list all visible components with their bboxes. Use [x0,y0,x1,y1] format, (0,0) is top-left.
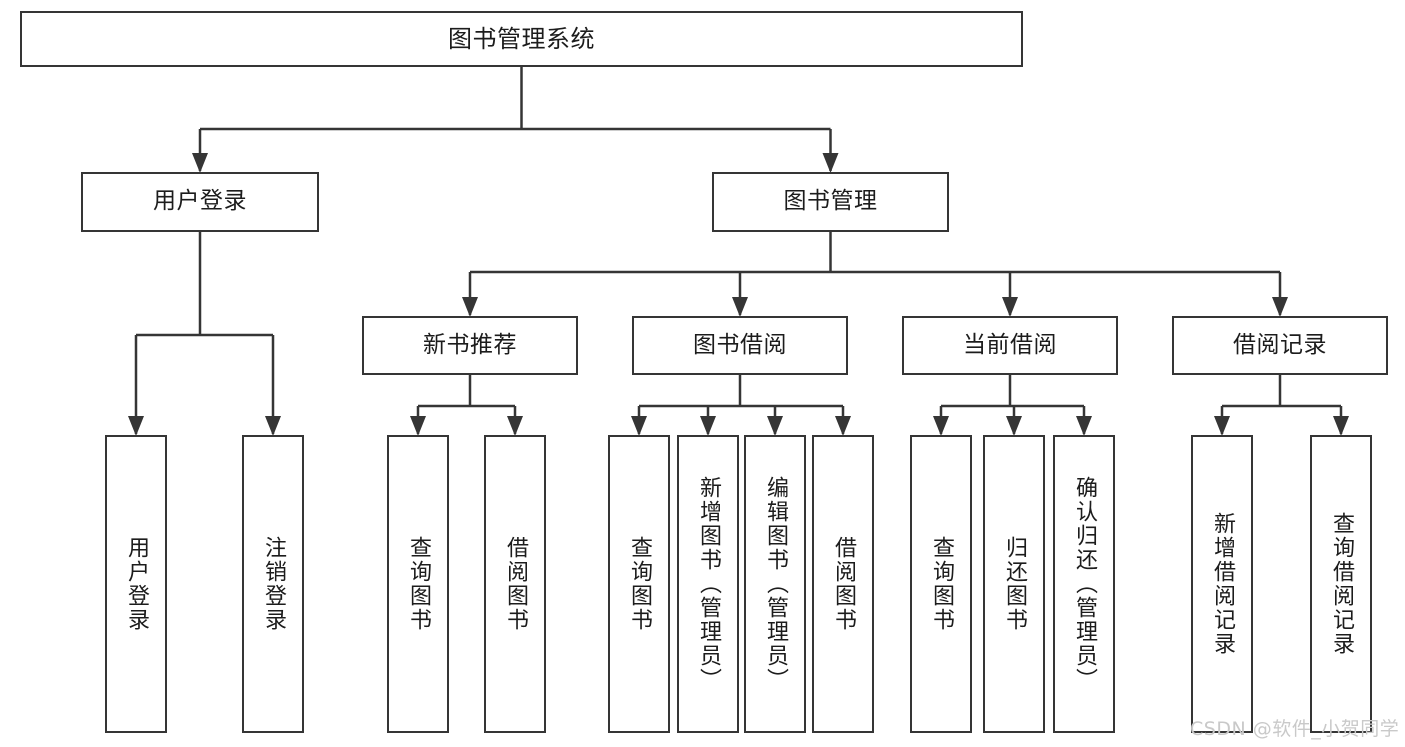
arrowhead-icon [933,416,949,436]
arrowhead-icon [631,416,647,436]
node-label: 查询图书 [929,536,954,632]
node-label: 查询借阅记录 [1329,512,1354,656]
arrowhead-icon [1002,297,1018,317]
node-records[interactable]: 借阅记录 [1172,316,1388,375]
node-label: 查询图书 [627,536,652,632]
arrowhead-icon [1214,416,1230,436]
node-label: 借阅图书 [831,536,856,632]
node-label: 借阅图书 [503,536,528,632]
arrowhead-icon [1272,297,1288,317]
arrowhead-icon [1333,416,1349,436]
node-label: 借阅记录 [1233,331,1327,358]
arrowhead-icon [265,416,281,436]
node-label: 注销登录 [261,536,286,632]
node-label: 新书推荐 [423,331,517,358]
node-l10[interactable]: 归还图书 [983,435,1045,733]
arrowhead-icon [410,416,426,436]
node-l7[interactable]: 编辑图书（管理员） [744,435,806,733]
node-label: 确认归还（管理员） [1072,476,1097,692]
node-l5[interactable]: 查询图书 [608,435,670,733]
node-label: 图书借阅 [693,331,787,358]
node-label: 归还图书 [1002,536,1027,632]
arrowhead-icon [767,416,783,436]
node-current[interactable]: 当前借阅 [902,316,1118,375]
arrowhead-icon [507,416,523,436]
arrowhead-icon [1076,416,1092,436]
node-l2[interactable]: 注销登录 [242,435,304,733]
arrowhead-icon [192,153,208,173]
node-label: 图书管理系统 [448,24,595,53]
arrowhead-icon [700,416,716,436]
node-l12[interactable]: 新增借阅记录 [1191,435,1253,733]
node-l9[interactable]: 查询图书 [910,435,972,733]
node-label: 新增借阅记录 [1210,512,1235,656]
node-l13[interactable]: 查询借阅记录 [1310,435,1372,733]
node-l4[interactable]: 借阅图书 [484,435,546,733]
node-label: 当前借阅 [963,331,1057,358]
arrowhead-icon [822,153,839,173]
node-label: 用户登录 [124,536,149,632]
arrowhead-icon [1006,416,1022,436]
arrowhead-icon [462,297,478,317]
node-l3[interactable]: 查询图书 [387,435,449,733]
arrowhead-icon [128,416,144,436]
node-borrow[interactable]: 图书借阅 [632,316,848,375]
node-l11[interactable]: 确认归还（管理员） [1053,435,1115,733]
node-login[interactable]: 用户登录 [81,172,319,232]
node-newbook[interactable]: 新书推荐 [362,316,578,375]
node-label: 编辑图书（管理员） [763,476,788,692]
node-label: 图书管理 [783,188,878,215]
arrowhead-icon [835,416,851,436]
node-root[interactable]: 图书管理系统 [20,11,1023,67]
arrowhead-icon [732,297,748,317]
node-label: 新增图书（管理员） [696,476,721,692]
node-label: 查询图书 [406,536,431,632]
node-l6[interactable]: 新增图书（管理员） [677,435,739,733]
node-bookmgmt[interactable]: 图书管理 [712,172,949,232]
node-l8[interactable]: 借阅图书 [812,435,874,733]
node-label: 用户登录 [153,188,247,215]
node-l1[interactable]: 用户登录 [105,435,167,733]
